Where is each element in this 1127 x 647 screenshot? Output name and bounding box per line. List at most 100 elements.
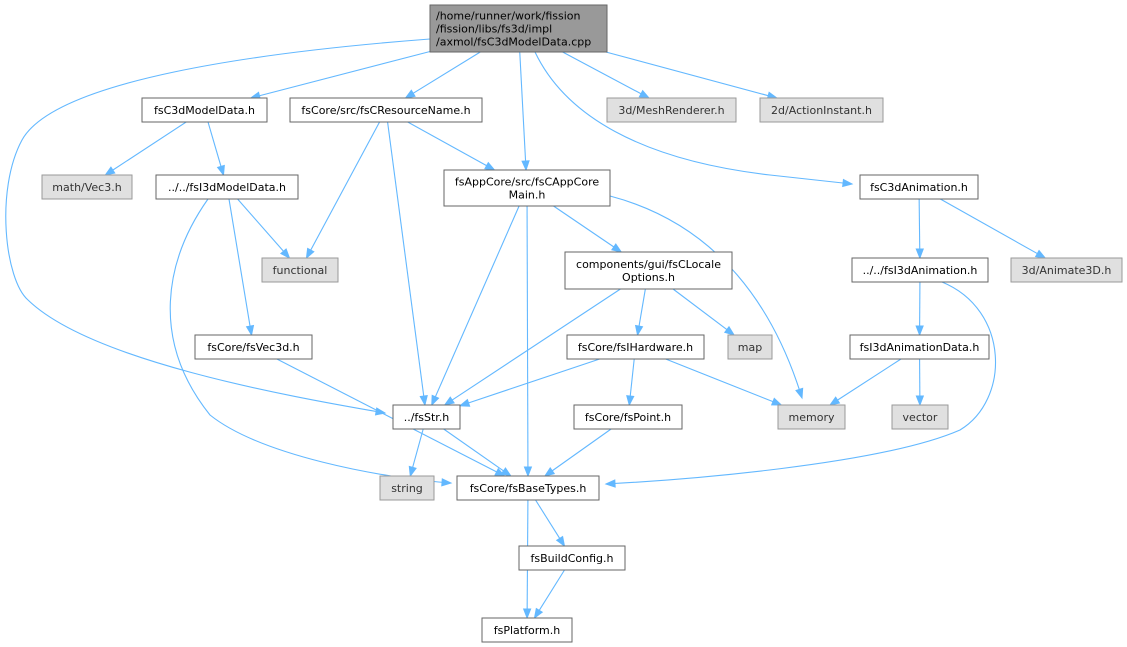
node-box (891, 404, 949, 430)
node-label: fsPlatform.h (494, 624, 560, 637)
edge-line (534, 51, 853, 185)
edge-arrowhead (404, 89, 416, 99)
node-box (518, 545, 626, 571)
edge-arrowhead (915, 395, 925, 407)
node-label: fsI3dAnimationData.h (860, 341, 980, 354)
edge-line (629, 358, 635, 398)
edge-line (665, 358, 775, 403)
edge-fsCResourceName_h-to-fsCAppCoreMain_h (407, 121, 496, 171)
node-label: /fission/libs/fs3d/impl (436, 23, 552, 36)
node-box (727, 334, 773, 360)
edge-root-to-fsC3dModelData_h (249, 50, 431, 100)
edge-arrowhead (104, 166, 116, 176)
edge-fsC3dAnimation_h-to-Animate3D_h (940, 198, 1047, 259)
node-fsIHardware_h[interactable]: fsCore/fsIHardware.h (566, 334, 705, 360)
node-label: vector (903, 411, 938, 424)
node-MeshRenderer_h: 3d/MeshRenderer.h (606, 97, 737, 123)
edge-fsIHardware_h-to-fsStr_h (458, 358, 600, 407)
edge-line (228, 198, 251, 328)
edge-arrowhead (521, 160, 530, 172)
edge-arrowhead (500, 467, 512, 477)
node-vector: vector (891, 404, 949, 430)
edge-line (538, 569, 565, 612)
node-fsI3dModelData_h[interactable]: ../../fsI3dModelData.h (155, 174, 299, 200)
node-fsBaseTypes_h[interactable]: fsCore/fsBaseTypes.h (456, 475, 600, 501)
edge-fsI3dAnimation_h-to-fsI3dAnimationData_h (915, 281, 924, 337)
edge-root-to-MeshRenderer_h (562, 51, 651, 99)
node-label: /home/runner/work/fission (436, 10, 581, 23)
node-fsPoint_h[interactable]: fsCore/fsPoint.h (573, 404, 683, 430)
node-label: fsCore/src/fsCResourceName.h (301, 104, 470, 117)
edge-line (551, 428, 612, 472)
edge-line (169, 198, 452, 484)
node-root[interactable]: /home/runner/work/fission/fission/libs/f… (429, 4, 608, 53)
edge-fsCAppCoreMain_h-to-fsBaseTypes_h (523, 205, 533, 478)
node-box (573, 404, 683, 430)
edge-line (434, 205, 520, 398)
edge-arrowhead (216, 164, 225, 177)
edge-root-to-ActionInstant_h (605, 51, 779, 100)
node-fsCResourceName_h[interactable]: fsCore/src/fsCResourceName.h (289, 97, 483, 123)
edge-line (276, 358, 498, 473)
node-fsVec3d_h[interactable]: fsCore/fsVec3d.h (194, 334, 313, 360)
node-box (564, 251, 733, 290)
edge-fsI3dAnimation_h-to-fsBaseTypes_h (604, 281, 997, 488)
edge-arrowhead (245, 324, 255, 337)
edge-arrowhead (723, 325, 736, 336)
edge-arrowhead (604, 479, 616, 488)
edge-line (412, 51, 481, 95)
node-label: functional (273, 264, 328, 277)
node-box (566, 334, 705, 360)
node-fsPlatform_h[interactable]: fsPlatform.h (481, 617, 573, 643)
node-box (606, 97, 737, 123)
edge-arrowhead (1034, 249, 1047, 259)
edge-arrowhead (842, 178, 854, 188)
node-label: 2d/ActionInstant.h (771, 104, 872, 117)
edge-arrowhead (533, 607, 544, 620)
edge-fsI3dModelData_h-to-functional (237, 198, 291, 260)
edge-line (605, 51, 770, 97)
edge-line (111, 121, 187, 172)
edge-line (526, 205, 529, 469)
edge-fsCResourceName_h-to-fsStr_h (387, 121, 428, 407)
node-label: Options.h (622, 271, 675, 284)
edge-fsStr_h-to-fsBaseTypes_h (443, 428, 512, 477)
node-label: map (738, 341, 762, 354)
edge-arrowhead (611, 243, 623, 253)
edge-arrowhead (555, 535, 566, 548)
edge-arrowhead (638, 89, 651, 99)
edge-line (553, 205, 615, 248)
edge-arrowhead (915, 325, 924, 337)
node-fsI3dAnimation_h[interactable]: ../../fsI3dAnimation.h (851, 257, 989, 283)
node-Animate3D_h: 3d/Animate3D.h (1010, 257, 1123, 283)
edge-line (5, 38, 431, 414)
node-map: map (727, 334, 773, 360)
node-fsBuildConfig_h[interactable]: fsBuildConfig.h (518, 545, 626, 571)
edge-arrowhead (522, 608, 532, 620)
node-box (429, 4, 608, 53)
edge-arrowhead (828, 396, 841, 406)
node-label: Main.h (509, 189, 546, 202)
node-fsI3dAnimationData_h[interactable]: fsI3dAnimationData.h (849, 334, 990, 360)
node-fsC3dAnimation_h[interactable]: fsC3dAnimation.h (859, 174, 979, 200)
edge-root-to-fsCAppCoreMain_h (519, 51, 530, 172)
node-box (851, 257, 989, 283)
edge-arrowhead (441, 478, 453, 487)
edge-fsC3dAnimation_h-to-fsI3dAnimation_h (915, 198, 924, 260)
node-box (194, 334, 313, 360)
node-label: fsBuildConfig.h (531, 552, 614, 565)
edge-fsI3dModelData_h-to-fsVec3d_h (228, 198, 255, 337)
node-fsC3dModelData_h[interactable]: fsC3dModelData.h (141, 97, 268, 123)
edge-arrowhead (458, 398, 471, 407)
node-fsStr_h[interactable]: ../fsStr.h (392, 404, 461, 430)
node-label: fsAppCore/src/fsCAppCore (455, 176, 599, 189)
edge-arrowhead (408, 465, 417, 478)
node-box (759, 97, 884, 123)
edge-line (940, 198, 1039, 255)
node-box (849, 334, 990, 360)
edge-line (672, 288, 729, 331)
edge-line (309, 121, 381, 252)
